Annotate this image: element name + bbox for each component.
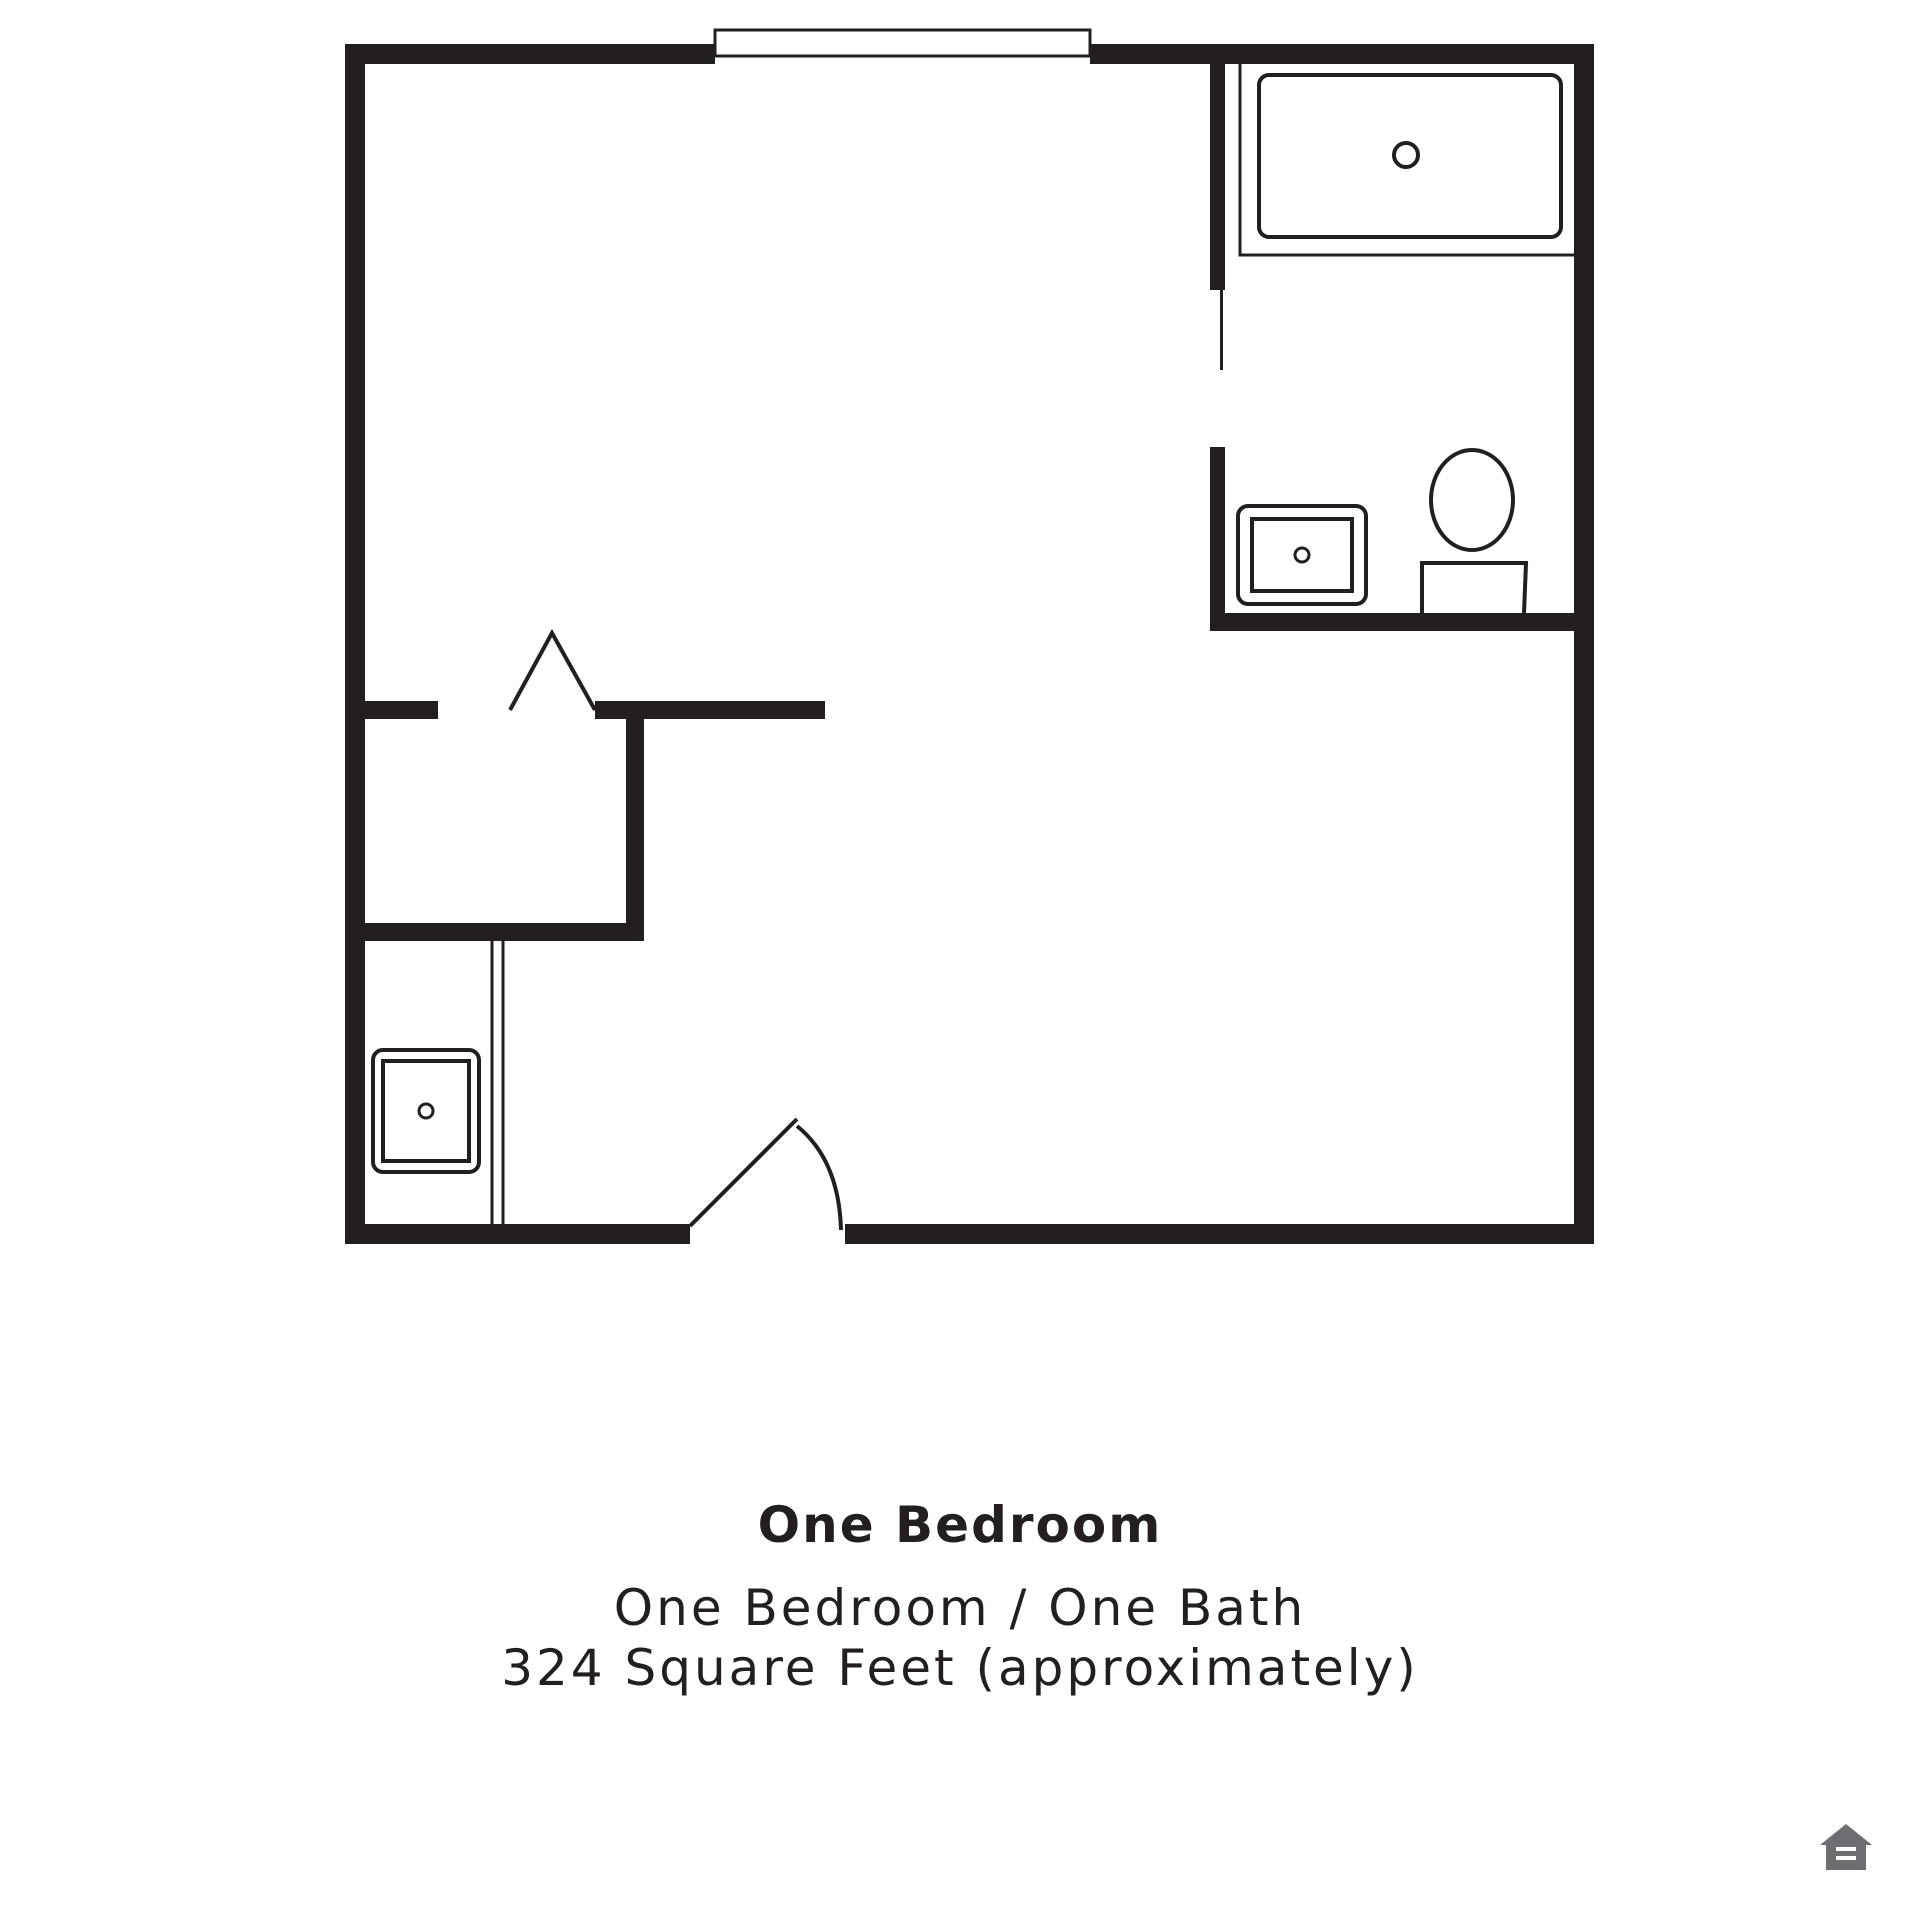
bathroom-sink [1236,504,1368,606]
equal-housing-opportunity-icon [1820,1824,1872,1870]
closet-walls [360,701,825,941]
kitchen-area [371,941,505,1228]
window [713,28,1092,58]
closet-wall-side [626,701,644,941]
entry-door [688,1117,843,1231]
wall-top-right [1090,44,1594,64]
kitchen-drain-icon [417,1102,435,1120]
wall-bottom-left [345,1224,690,1244]
wall-top-left [345,44,715,64]
closet-wall-top-left [360,701,438,719]
kitchen-sink [371,1048,481,1174]
bath-door-edge [1220,290,1223,370]
bath-wall-lower [1210,447,1225,631]
plan-subtitle: One Bedroom / One Bath [613,1579,1307,1637]
bath-wall-bottom [1210,613,1580,631]
bath-wall-upper [1210,58,1225,290]
plan-area: 324 Square Feet (approximately) [501,1639,1419,1697]
plan-title: One Bedroom [757,1496,1163,1554]
plan-details: One Bedroom / One Bath 324 Square Feet (… [0,1578,1920,1698]
wall-right [1574,44,1594,1244]
wall-left [345,44,365,1244]
exterior-walls [345,44,1594,1244]
tub-drain-icon [1392,141,1420,169]
toilet [1420,448,1529,614]
bathroom-walls [1210,58,1580,631]
sink-drain-icon [1293,546,1311,564]
closet-wall-top-right [595,701,825,719]
closet-wall-bottom [360,923,644,941]
closet-bifold-door [508,628,597,711]
bathtub [1238,58,1578,257]
wall-bottom-right [845,1224,1594,1244]
